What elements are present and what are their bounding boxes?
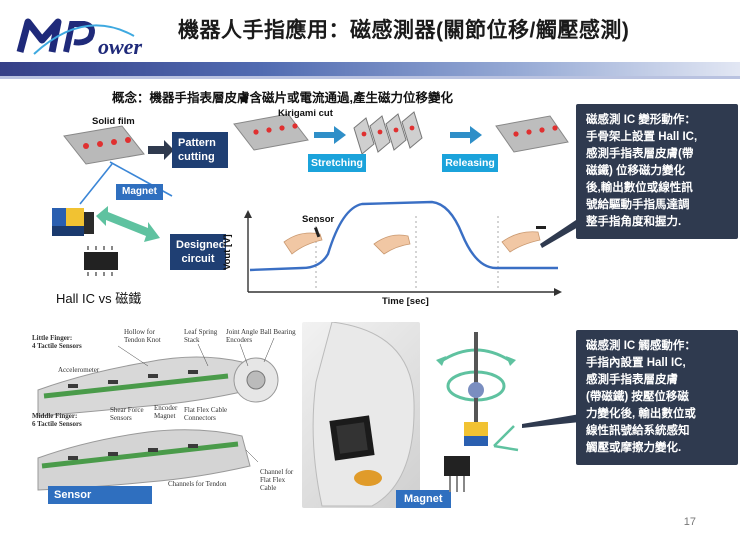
- x-axis-label: Time [sec]: [382, 296, 429, 307]
- header-divider: [0, 62, 740, 76]
- hall-ic-caption: Hall IC vs 磁鐵: [56, 291, 142, 306]
- little-finger-label: Little Finger:: [32, 334, 73, 342]
- connectors-label: Connectors: [184, 414, 216, 422]
- callout-line: 手骨架上設置 Hall IC,: [586, 131, 698, 143]
- stack-label: Stack: [184, 336, 200, 344]
- callout-line: 號給驅動手指馬達調: [586, 199, 690, 211]
- page-title: 機器人手指應用：磁感測器(關節位移/觸壓感測): [178, 19, 630, 42]
- callout-touch: 磁感測 IC 觸感動作： 手指內設置 Hall IC, 感測手指表層皮膚 (帶磁…: [576, 330, 738, 465]
- magnet-tag-bottom: Magnet: [396, 490, 451, 508]
- stretching-label: Stretching: [308, 154, 366, 172]
- callout-line: (帶磁鐵) 按壓位移磁: [586, 391, 689, 403]
- sensor-label: Sensor: [302, 214, 335, 225]
- pattern-cutting-box: Pattern cutting: [172, 132, 228, 168]
- flat-flex-cable-label: Flat Flex Cable: [260, 476, 286, 492]
- callout-deformation: 磁感測 IC 變形動作： 手骨架上設置 Hall IC, 感測手指表層皮膚(帶 …: [576, 104, 738, 239]
- callout-pointer-2: [522, 414, 580, 428]
- header-divider-thin: [0, 76, 740, 79]
- callout-line: 觸壓或摩擦力變化.: [586, 442, 682, 454]
- callout-line: 磁感測 IC 觸感動作：: [586, 340, 696, 352]
- callout-line: 力變化後, 輸出數位或: [586, 408, 696, 420]
- y-axis-label: Vout [V]: [222, 234, 233, 270]
- callout-line: 後,輸出數位或線性訊: [586, 182, 693, 194]
- encoder-label: Encoder: [154, 404, 178, 412]
- releasing-label: Releasing: [442, 154, 498, 172]
- sensor-tag: Sensor: [48, 486, 152, 504]
- hall-sensor-illustration: [424, 326, 528, 502]
- shear-force-label: Shear Force: [110, 406, 144, 414]
- tendon-knot-label: Tendon Knot: [124, 336, 161, 344]
- joint-angle-label: Joint Angle: [226, 328, 259, 336]
- page-number: 17: [683, 516, 696, 528]
- little-finger-sensors: 4 Tactile Sensors: [32, 342, 82, 350]
- channel-for-label: Channel for: [260, 468, 294, 476]
- fingertip-photo: [302, 321, 420, 508]
- middle-finger-label: Middle Finger:: [32, 412, 78, 420]
- kirigami-diagram: Solid film Pattern cutting Kirigami cut …: [52, 104, 572, 314]
- finger-diagram: Little Finger: 4 Tactile Sensors Hollow …: [28, 326, 298, 510]
- concept-text: 概念：機器手指表層皮膚含磁片或電流通過,產生磁力位移變化: [112, 91, 453, 105]
- ball-bearing-label: Ball Bearing: [260, 328, 296, 336]
- callout-pointer: [540, 220, 580, 248]
- hollow-label: Hollow for: [124, 328, 155, 336]
- designed-circuit-box: Designed circuit: [170, 234, 226, 270]
- callout-line: 線性訊號給系統感知: [586, 425, 690, 437]
- channels-tendon-label: Channels for Tendon: [168, 480, 227, 488]
- kirigami-cut-label: Kirigami cut: [278, 108, 333, 119]
- callout-line: 磁鐵) 位移磁力變化: [586, 165, 686, 177]
- svg-text:ower: ower: [98, 34, 142, 58]
- callout-line: 整手指角度和握力.: [586, 216, 682, 228]
- magnet-small-label: Magnet: [154, 412, 176, 420]
- sensors-label: Sensors: [110, 414, 132, 422]
- encoders-label: Encoders: [226, 336, 253, 344]
- middle-finger-sensors: 6 Tactile Sensors: [32, 420, 82, 428]
- solid-film-label: Solid film: [92, 116, 135, 127]
- callout-line: 感測手指表層皮膚: [586, 374, 678, 386]
- flat-flex-label: Flat Flex Cable: [184, 406, 228, 414]
- callout-line: 磁感測 IC 變形動作：: [586, 114, 696, 126]
- mpower-logo: ower: [14, 14, 184, 59]
- magnet-tag: Magnet: [116, 184, 163, 200]
- leaf-spring-label: Leaf Spring: [184, 328, 218, 336]
- accelerometer-label: Accelerometer: [58, 366, 100, 374]
- callout-line: 感測手指表層皮膚(帶: [586, 148, 694, 160]
- callout-line: 手指內設置 Hall IC,: [586, 357, 686, 369]
